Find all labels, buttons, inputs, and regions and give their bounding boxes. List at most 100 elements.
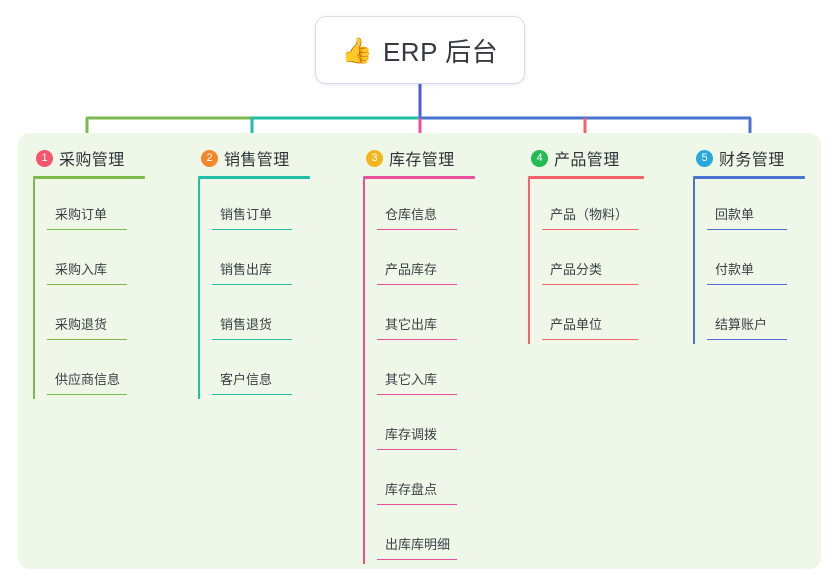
item-connector-stem [198,344,200,399]
item-label: 销售退货 [220,317,273,332]
item-label: 产品单位 [550,317,603,332]
branch-item[interactable]: 客户信息 [198,344,326,399]
branch-badge-icon: 2 [201,149,218,167]
branch-item-list: 回款单付款单结算账户 [693,179,821,344]
branch-item[interactable]: 产品分类 [528,234,656,289]
item-label: 其它入库 [385,372,438,387]
item-label: 采购订单 [55,207,108,222]
item-label: 采购入库 [55,262,108,277]
branch-underline [693,176,805,179]
branch-badge-icon: 4 [531,149,548,167]
item-label: 库存调拨 [385,427,438,442]
branch-title: 采购管理 [59,152,125,169]
branch-underline [528,176,644,179]
branch-item[interactable]: 结算账户 [693,289,821,344]
root-node[interactable]: 👍 ERP 后台 [316,17,524,83]
branch-item[interactable]: 采购订单 [33,179,161,234]
item-underline [707,283,787,285]
item-label: 销售出库 [220,262,273,277]
branch-item[interactable]: 回款单 [693,179,821,234]
item-connector-stem [693,179,695,234]
thumbs-up-icon: 👍 [341,35,373,65]
item-label: 出库库明细 [385,537,451,552]
branch-item[interactable]: 产品单位 [528,289,656,344]
branch-item[interactable]: 采购入库 [33,234,161,289]
branch-item[interactable]: 仓库信息 [363,179,491,234]
item-label: 付款单 [715,262,755,277]
item-underline [707,338,787,340]
item-underline [377,558,457,560]
branch-item[interactable]: 销售出库 [198,234,326,289]
branch-item[interactable]: 库存盘点 [363,454,491,509]
item-connector-stem [363,509,365,564]
branch-item[interactable]: 其它出库 [363,289,491,344]
item-underline [212,283,292,285]
item-connector-stem [363,234,365,289]
item-connector-stem [198,289,200,344]
item-underline [47,283,127,285]
branch-header-4[interactable]: 4 产品管理 [528,145,656,171]
item-label: 回款单 [715,207,755,222]
item-connector-stem [33,289,35,344]
item-underline [47,393,127,395]
item-underline [47,338,127,340]
item-connector-stem [198,179,200,234]
branch-item[interactable]: 销售订单 [198,179,326,234]
item-label: 产品（物料） [550,207,629,222]
item-label: 结算账户 [715,317,768,332]
branch-item[interactable]: 产品库存 [363,234,491,289]
branch-item[interactable]: 供应商信息 [33,344,161,399]
item-underline [707,228,787,230]
item-connector-stem [33,179,35,234]
branch-item[interactable]: 库存调拨 [363,399,491,454]
branch-column-4: 4 产品管理产品（物料） 产品分类产品单位 [528,145,656,344]
item-underline [377,338,457,340]
item-connector-stem [528,179,530,234]
item-label: 供应商信息 [55,372,121,387]
diagram-panel [18,133,821,569]
item-underline [212,228,292,230]
branch-item[interactable]: 出库库明细 [363,509,491,564]
item-connector-stem [363,399,365,454]
root-title: ERP 后台 [382,36,499,67]
branch-item[interactable]: 产品（物料） [528,179,656,234]
item-connector-stem [528,234,530,289]
item-underline [542,283,638,285]
item-underline [542,228,638,230]
item-underline [377,503,457,505]
item-label: 产品分类 [550,262,603,277]
item-label: 其它出库 [385,317,438,332]
branch-item[interactable]: 付款单 [693,234,821,289]
item-label: 销售订单 [220,207,273,222]
item-connector-stem [363,454,365,509]
item-underline [377,228,457,230]
item-connector-stem [528,289,530,344]
item-label: 采购退货 [55,317,108,332]
item-connector-stem [693,234,695,289]
item-label: 客户信息 [220,372,273,387]
item-underline [212,393,292,395]
branch-badge-icon: 3 [366,149,383,167]
branch-item-list: 产品（物料） 产品分类产品单位 [528,179,656,344]
item-label: 仓库信息 [385,207,438,222]
item-connector-stem [693,289,695,344]
branch-title: 产品管理 [554,152,620,169]
item-label: 产品库存 [385,262,438,277]
item-connector-stem [33,234,35,289]
item-underline [47,228,127,230]
item-underline [377,283,457,285]
item-underline [212,338,292,340]
branch-title: 财务管理 [719,152,785,169]
branch-item[interactable]: 销售退货 [198,289,326,344]
branch-item[interactable]: 采购退货 [33,289,161,344]
branch-item[interactable]: 其它入库 [363,344,491,399]
